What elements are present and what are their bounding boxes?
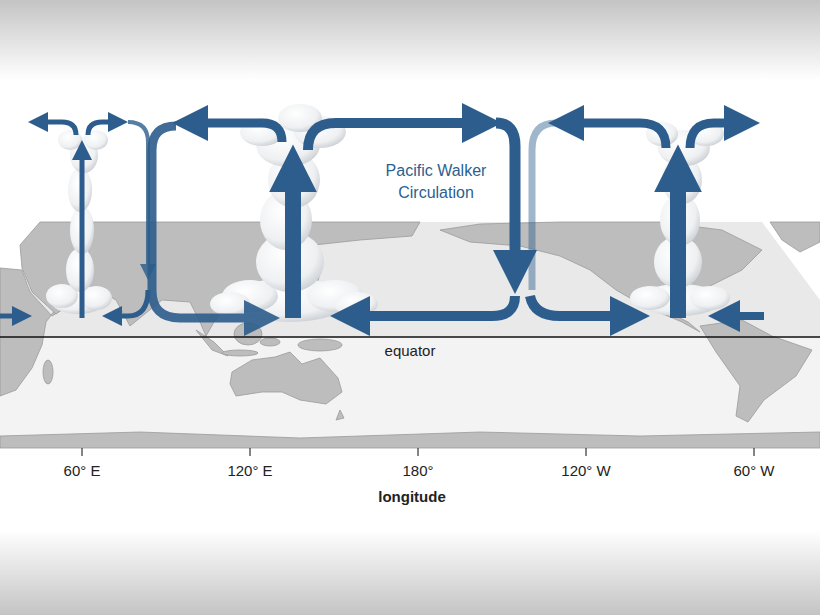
- cloud-columns: [46, 104, 730, 322]
- top-band: [0, 0, 820, 80]
- longitude-tick-label: 180°: [402, 462, 433, 480]
- longitude-tick-label: 60° E: [64, 462, 101, 480]
- equator-line: [0, 336, 820, 338]
- map-plane-south: [0, 337, 820, 448]
- circulation-title: Pacific Walker Circulation: [376, 160, 496, 203]
- bottom-band: [0, 530, 820, 615]
- longitude-tick-label: 120° E: [227, 462, 272, 480]
- axis-title: longitude: [378, 488, 446, 506]
- longitude-tick-label: 120° W: [561, 462, 610, 480]
- map-plane-north: [0, 222, 820, 337]
- longitude-tick-label: 60° W: [733, 462, 774, 480]
- longitude-ticks: [82, 448, 754, 456]
- continents: [0, 222, 820, 448]
- equator-label: equator: [385, 342, 436, 360]
- circulation-arrows: [0, 122, 764, 318]
